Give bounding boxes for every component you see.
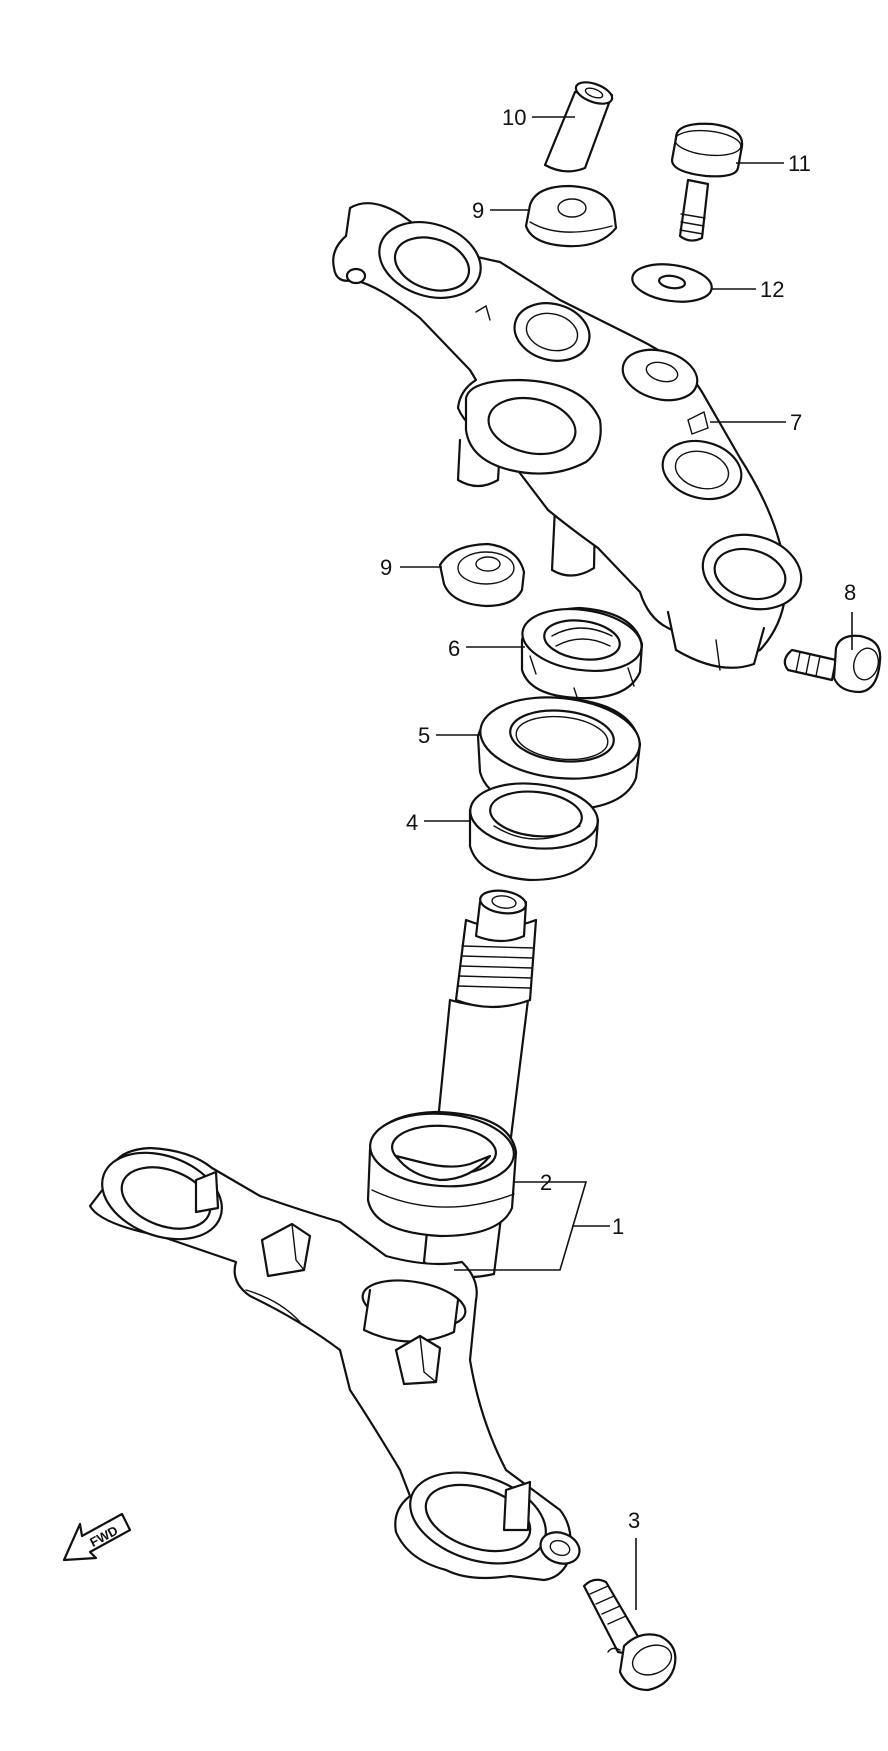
callout-8: 8 bbox=[844, 580, 856, 605]
part-3-bolt bbox=[582, 1578, 677, 1692]
part-10-spacer-tube bbox=[543, 81, 614, 173]
callout-11: 11 bbox=[788, 151, 811, 176]
callout-4: 4 bbox=[406, 810, 418, 835]
callout-12: 12 bbox=[760, 277, 784, 302]
part-5-dust-seal bbox=[476, 696, 642, 812]
callout-3: 3 bbox=[628, 1508, 640, 1533]
callout-5: 5 bbox=[418, 723, 430, 748]
part-4-bearing bbox=[468, 782, 600, 882]
callout-1: 1 bbox=[612, 1214, 624, 1239]
callout-2: 2 bbox=[540, 1170, 552, 1195]
part-6-slotted-nut bbox=[520, 606, 644, 701]
callout-9-upper: 9 bbox=[472, 198, 484, 223]
callout-labels: 10 11 9 12 7 8 9 6 5 4 2 1 3 bbox=[380, 105, 856, 1533]
part-1-lower-bracket-stem bbox=[88, 889, 581, 1582]
part-8-bolt bbox=[783, 634, 882, 694]
part-12-washer bbox=[631, 263, 713, 303]
fwd-direction-arrow: FWD bbox=[62, 1512, 132, 1562]
fwd-label: FWD bbox=[87, 1523, 120, 1550]
callout-10: 10 bbox=[502, 105, 526, 130]
leader-lines bbox=[400, 116, 853, 1610]
part-9-grommet-upper bbox=[524, 184, 618, 248]
callout-7: 7 bbox=[790, 410, 802, 435]
part-7-upper-bracket bbox=[332, 202, 803, 671]
part-11-bolt bbox=[670, 122, 744, 242]
callout-9-lower: 9 bbox=[380, 555, 392, 580]
part-9-grommet-lower bbox=[438, 542, 526, 608]
callout-6: 6 bbox=[448, 636, 460, 661]
